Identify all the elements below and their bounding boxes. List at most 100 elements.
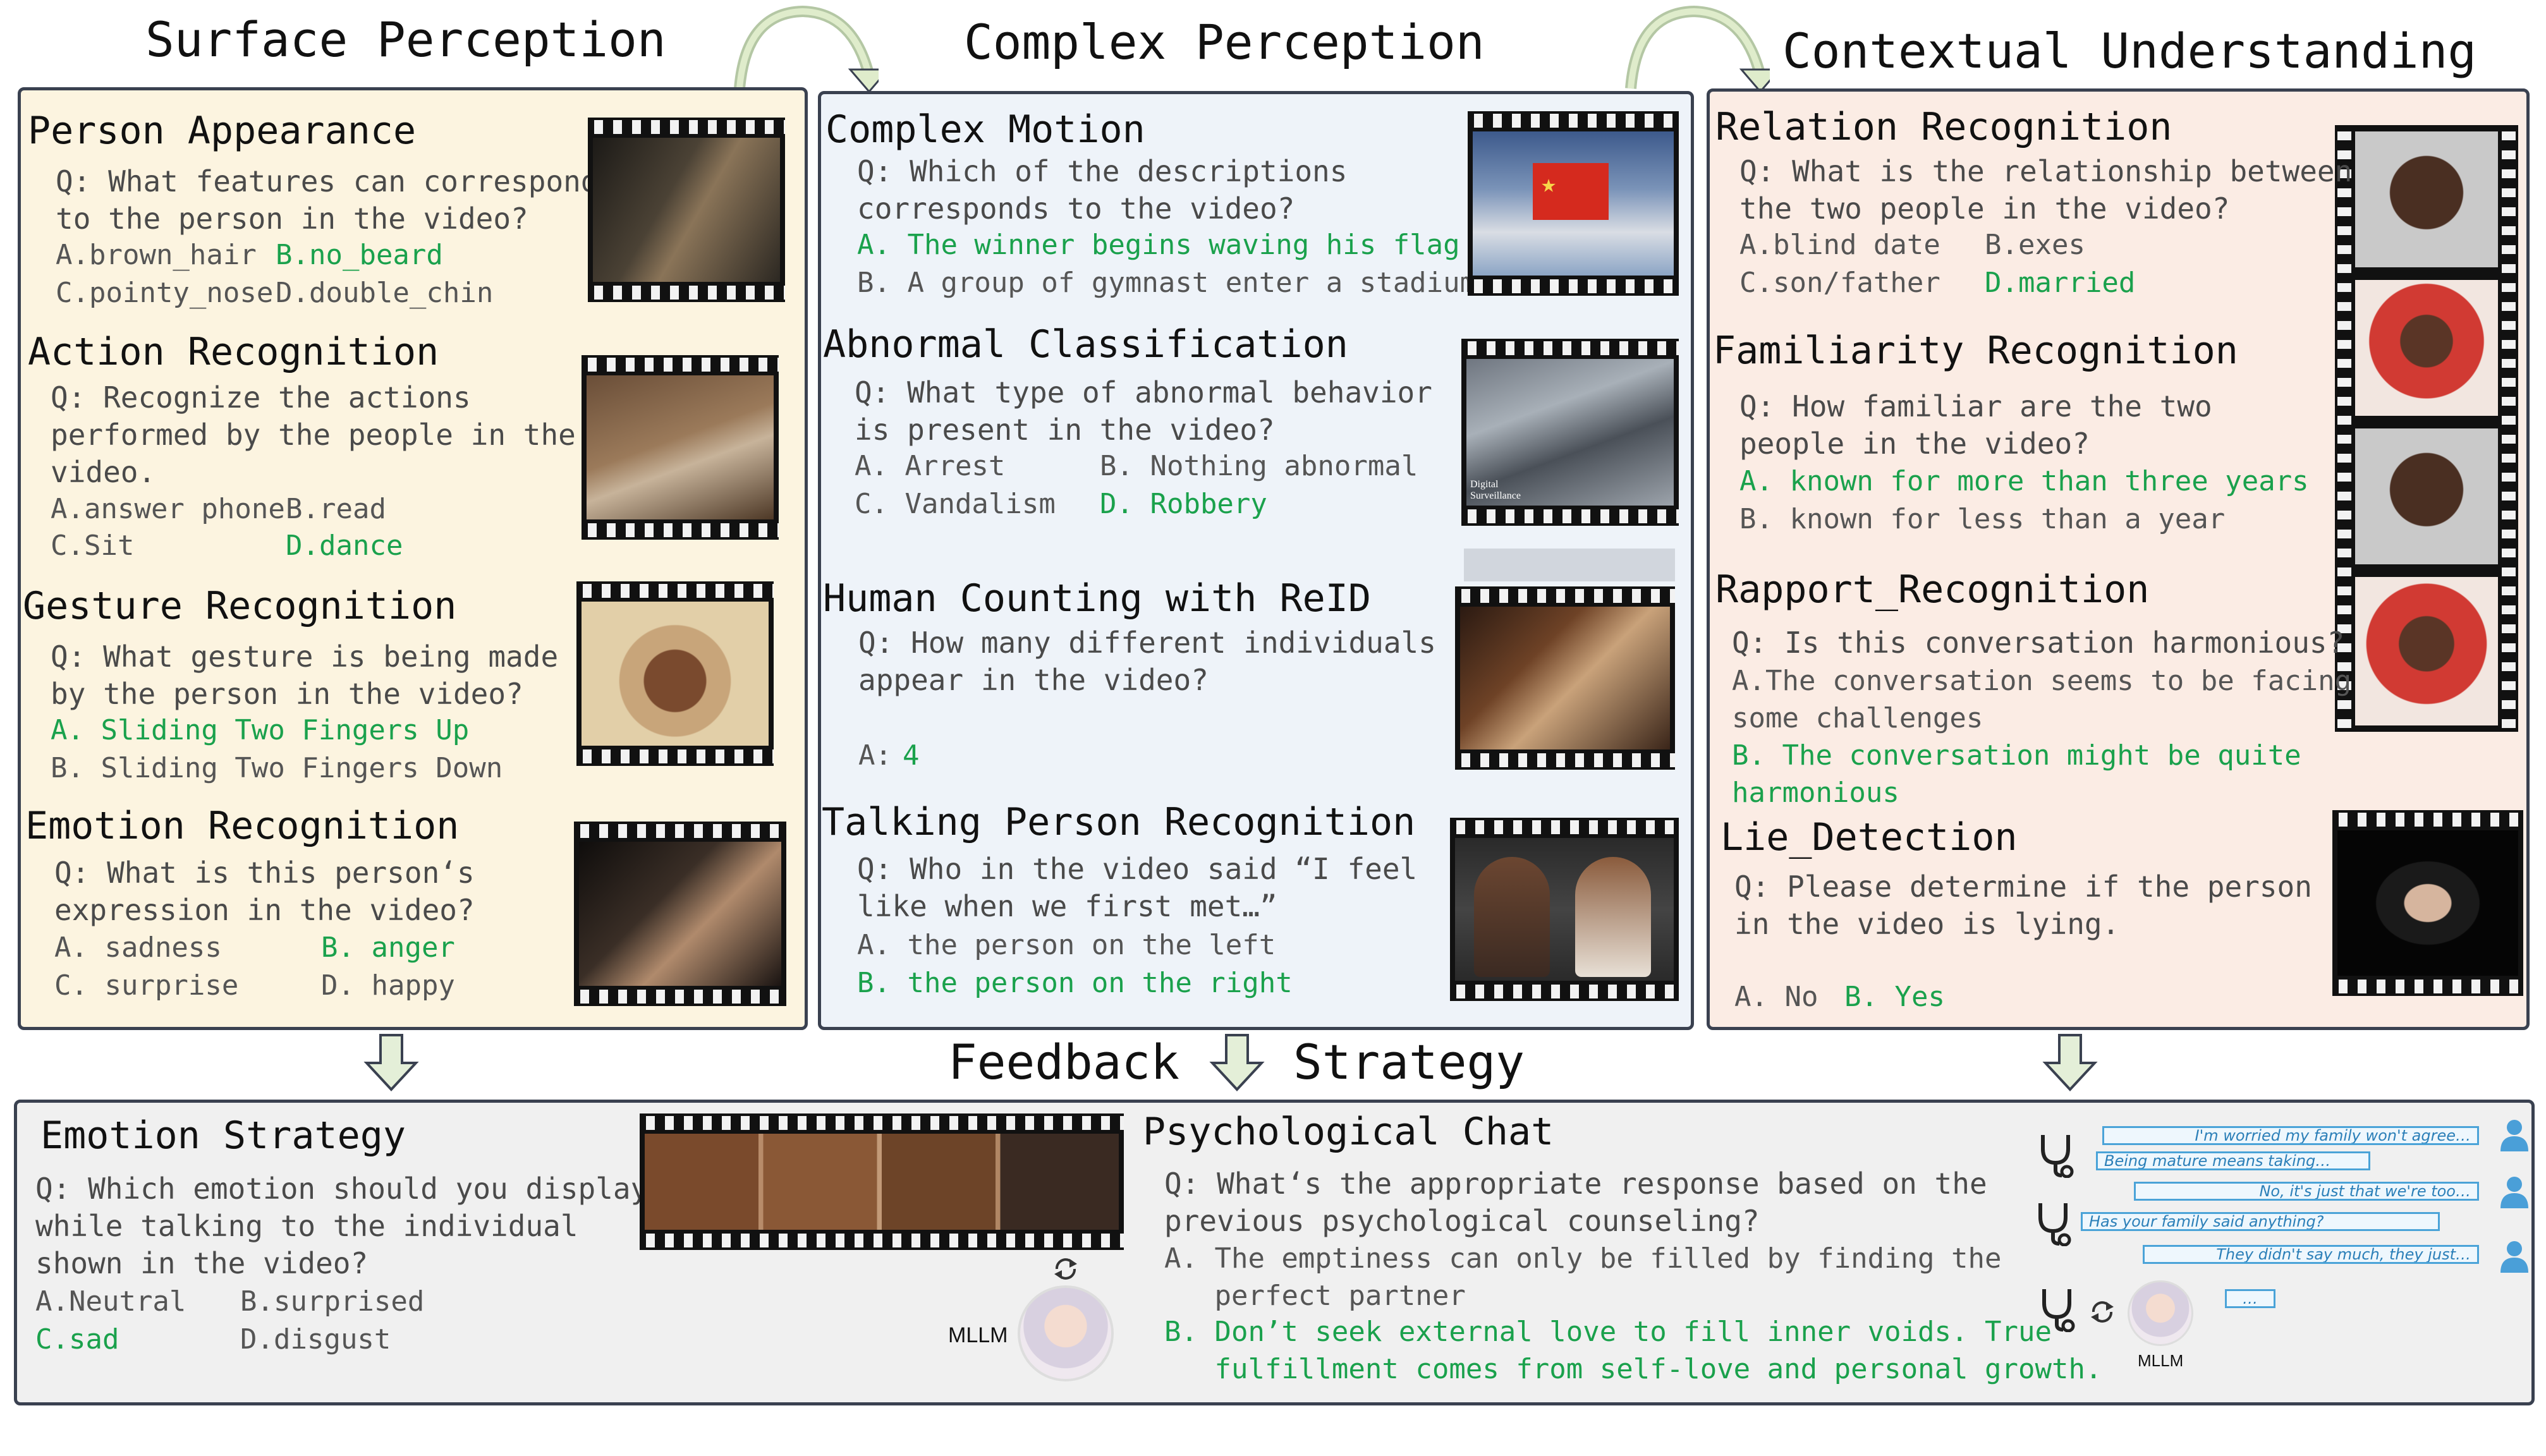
option-b: B. known for less than a year <box>1739 503 2226 535</box>
option-b: B.surprised <box>240 1285 425 1318</box>
question-action-recognition: Q: Recognize the actions performed by th… <box>51 380 576 489</box>
option-a: A.Neutral <box>35 1285 186 1318</box>
video-frame-person-appearance <box>588 118 785 302</box>
option-d: D.double_chin <box>276 277 494 309</box>
person-left <box>1474 857 1550 977</box>
option-a: A. No <box>1734 981 1818 1013</box>
section-title-psychological-chat: Psychological Chat <box>1143 1110 1554 1154</box>
section-title-lie-detection: Lie_Detection <box>1721 815 2018 859</box>
section-title-relation-recognition: Relation Recognition <box>1715 105 2172 149</box>
chat-message-user: I'm worried my family won't agree… <box>2102 1126 2479 1145</box>
header-feedback: Feedback <box>948 1034 1180 1090</box>
section-title-person-appearance: Person Appearance <box>28 109 417 153</box>
option-c: C.pointy_nose <box>56 277 274 309</box>
section-title-emotion-recognition: Emotion Recognition <box>25 804 460 848</box>
question-familiarity-recognition: Q: How familiar are the two people in th… <box>1739 389 2212 461</box>
option-a: A.The conversation seems to be facing so… <box>1732 665 2352 734</box>
option-a: A. sadness <box>54 931 222 964</box>
answer-label: A: <box>858 739 892 772</box>
user-icon <box>2500 1177 2528 1208</box>
option-c: C. surprise <box>54 969 239 1002</box>
option-b: B.exes <box>1985 229 2085 261</box>
header-complex-perception: Complex Perception <box>964 14 1485 70</box>
option-b-correct: B.no_beard <box>276 239 443 271</box>
flow-arrow-surface-to-complex <box>734 5 879 94</box>
option-c: C.son/father <box>1739 267 1940 299</box>
chat-message-user: They didn't say much, they just… <box>2143 1245 2479 1264</box>
video-frame-abnormal-classification: Digital Surveillance <box>1461 339 1679 526</box>
option-b-correct: B. anger <box>321 931 455 964</box>
section-title-emotion-strategy: Emotion Strategy <box>40 1113 406 1158</box>
question-emotion-strategy: Q: Which emotion should you display whil… <box>35 1172 649 1280</box>
question-talking-person: Q: Who in the video said “I feel like wh… <box>857 852 1418 923</box>
stethoscope-icon <box>2038 1203 2071 1246</box>
option-a: A. the person on the left <box>857 929 1276 961</box>
option-c: C. Vandalism <box>855 488 1056 520</box>
mllm-label: MLLM <box>948 1323 1008 1347</box>
option-b-correct: B. the person on the right <box>857 967 1293 999</box>
mllm-label: MLLM <box>2138 1351 2184 1370</box>
section-title-familiarity-recognition: Familiarity Recognition <box>1713 329 2238 373</box>
option-a: A. The emptiness can only be filled by f… <box>1164 1242 2002 1312</box>
video-frames-emotion-strategy <box>640 1113 1124 1250</box>
chat-message-counselor: Has your family said anything? <box>2081 1212 2440 1231</box>
video-frames-relation-strip <box>2335 125 2518 732</box>
question-gesture-recognition: Q: What gesture is being made by the per… <box>51 640 559 711</box>
option-b-correct: B. Yes <box>1844 981 1945 1013</box>
header-contextual-understanding: Contextual Understanding <box>1782 23 2477 79</box>
stethoscope-icon <box>2042 1289 2075 1332</box>
option-a: A.blind date <box>1739 229 1940 261</box>
down-arrow-contextual <box>2042 1034 2098 1091</box>
video-frame-talking-person <box>1450 818 1679 1001</box>
section-title-action-recognition: Action Recognition <box>28 330 439 374</box>
chat-message-mllm: … <box>2225 1289 2275 1308</box>
question-psychological-chat: Q: What‘s the appropriate response based… <box>1164 1167 1987 1238</box>
option-a-correct: A. Sliding Two Fingers Up <box>51 714 470 746</box>
section-title-abnormal-classification: Abnormal Classification <box>823 322 1348 367</box>
video-frame-human-counting <box>1455 586 1675 770</box>
section-title-rapport-recognition: Rapport_Recognition <box>1715 567 2150 612</box>
video-frame-action-recognition <box>582 355 779 540</box>
video-frame-gesture-recognition <box>576 581 774 766</box>
header-strategy: Strategy <box>1293 1034 1525 1090</box>
option-d: D. happy <box>321 969 455 1002</box>
video-frame-lie-detection <box>2332 810 2523 996</box>
option-b-correct: B. The conversation might be quite harmo… <box>1732 739 2301 809</box>
chat-message-counselor: Being mature means taking… <box>2096 1151 2370 1170</box>
option-a: A. Arrest <box>855 450 1006 482</box>
question-lie-detection: Q: Please determine if the person in the… <box>1734 870 2312 941</box>
option-b: B. Nothing abnormal <box>1100 450 1418 482</box>
down-arrow-surface <box>363 1034 419 1091</box>
option-a: A.answer phone <box>51 493 285 525</box>
flag-icon <box>1533 163 1609 220</box>
header-surface-perception: Surface Perception <box>145 11 666 68</box>
chat-message-user: No, it's just that we're too… <box>2134 1182 2479 1201</box>
question-person-appearance: Q: What features can correspond to the p… <box>56 164 599 236</box>
mllm-avatar <box>1018 1285 1114 1381</box>
refresh-icon <box>1054 1258 1077 1280</box>
section-title-gesture-recognition: Gesture Recognition <box>23 584 457 628</box>
refresh-icon <box>2091 1301 2114 1323</box>
option-c-correct: C.sad <box>35 1323 119 1356</box>
surveillance-caption: Digital Surveillance <box>1470 479 1521 501</box>
option-d-correct: D.married <box>1985 267 2136 299</box>
question-human-counting: Q: How many different individuals appear… <box>858 626 1436 697</box>
video-frame-emotion-recognition <box>574 822 786 1006</box>
question-abnormal-classification: Q: What type of abnormal behavior is pre… <box>855 375 1432 447</box>
option-b-correct: B. Don’t seek external love to fill inne… <box>1164 1316 2102 1385</box>
option-a: A.brown_hair <box>56 239 257 271</box>
option-d-correct: D.dance <box>286 530 403 562</box>
option-c: C.Sit <box>51 530 135 562</box>
option-b: B. A group of gymnast enter a stadium <box>857 267 1477 299</box>
person-right <box>1575 857 1651 977</box>
question-rapport-recognition: Q: Is this conversation harmonious? <box>1732 626 2345 660</box>
down-arrow-complex <box>1209 1034 1265 1091</box>
option-d: D.disgust <box>240 1323 391 1356</box>
feedback-strategy-panel <box>14 1100 2535 1405</box>
film-strip-fragment <box>1464 549 1675 581</box>
video-frame-complex-motion: ★ <box>1468 111 1679 296</box>
user-icon <box>2500 1120 2528 1151</box>
flow-arrow-complex-to-contextual <box>1625 5 1770 94</box>
option-a-correct: A. known for more than three years <box>1739 465 2309 497</box>
section-title-human-counting: Human Counting with ReID <box>823 576 1371 621</box>
